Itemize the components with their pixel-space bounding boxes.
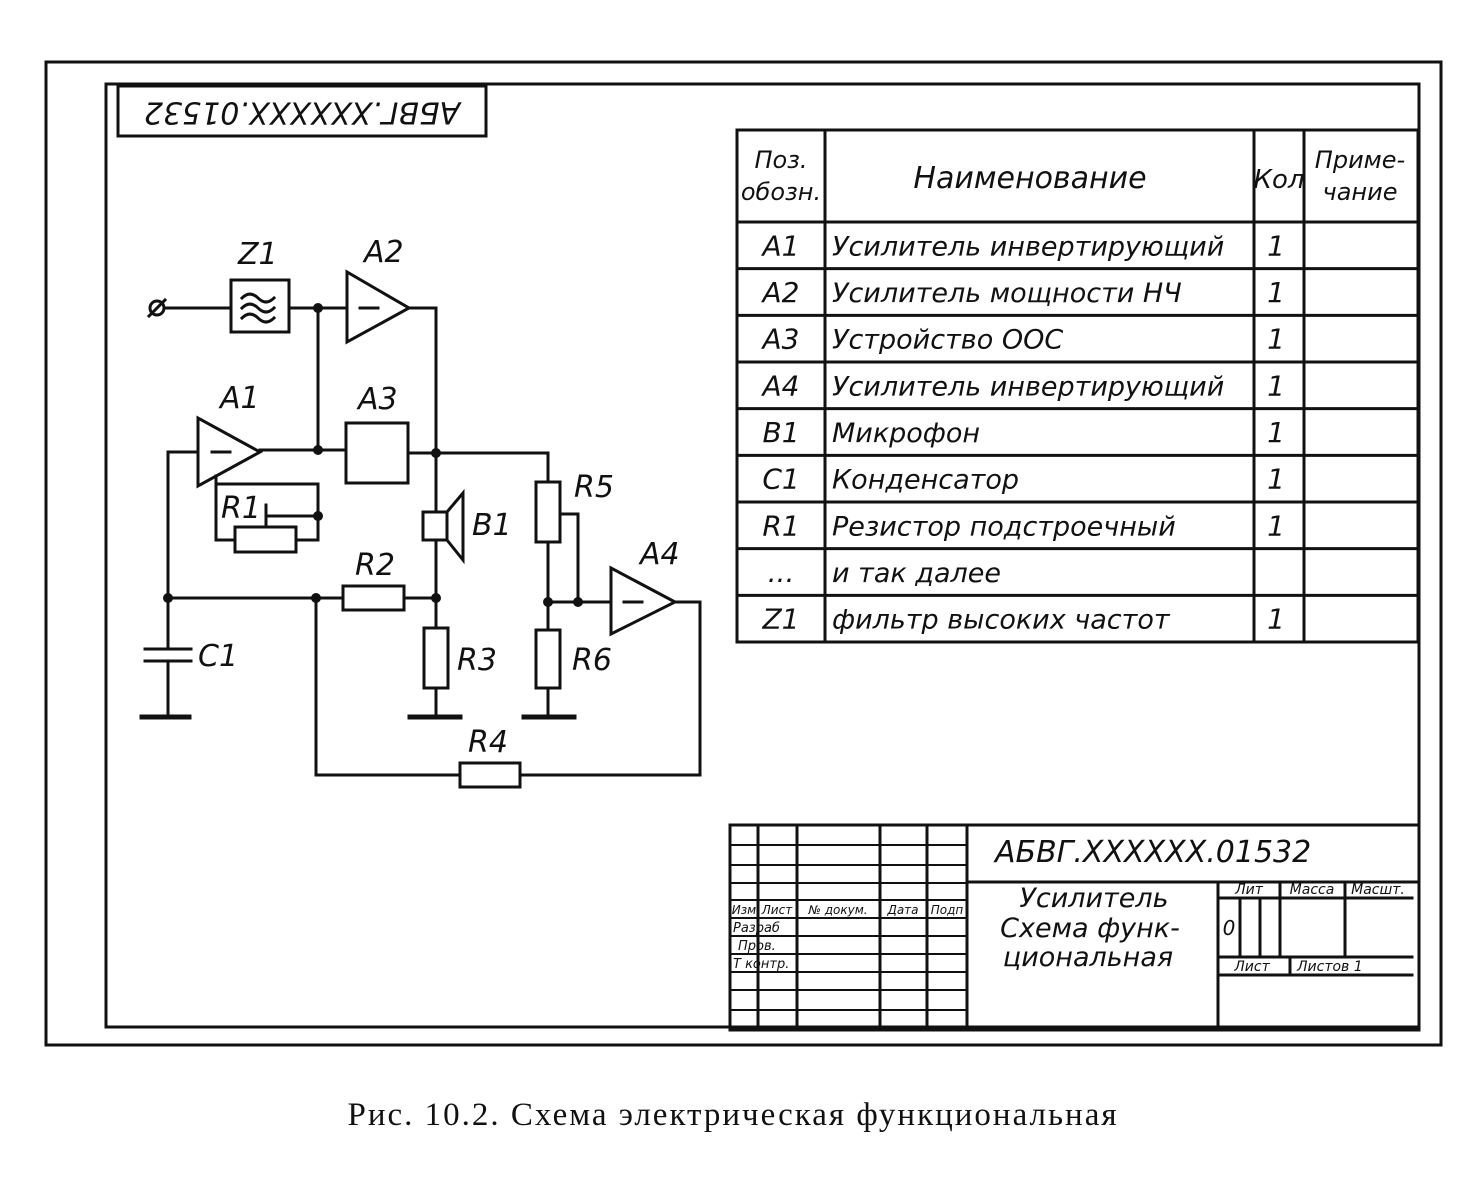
table-cell-qty: 1	[1267, 509, 1285, 542]
table-cell-name: Усилитель инвертирующий	[832, 371, 1224, 402]
col-podp: Подп	[931, 903, 964, 917]
header-note-line2: чание	[1323, 178, 1398, 206]
title-line3: циональная	[1003, 942, 1173, 973]
r3-resistor	[422, 626, 450, 690]
table-cell-qty: 1	[1267, 229, 1285, 262]
label-z1: Z1	[237, 237, 278, 272]
label-a2: A2	[362, 235, 404, 270]
label-a1: A1	[218, 381, 260, 416]
label-b1: B1	[472, 508, 512, 543]
col-izm: Изм	[732, 903, 756, 917]
label-r4: R4	[468, 725, 508, 760]
parts-table: Поз. обозн. Наименование Кол Приме- чани…	[735, 128, 1420, 644]
label-r2: R2	[355, 548, 395, 583]
a4-amplifier	[609, 565, 679, 637]
table-cell-pos: ...	[768, 556, 795, 589]
table-cell-name: Конденсатор	[832, 465, 1019, 496]
table-cell-pos: R1	[762, 509, 799, 542]
row-prov: Пров.	[738, 939, 776, 954]
a2-amplifier	[345, 269, 413, 345]
row-tkontr: Т контр.	[733, 957, 789, 972]
table-cell-pos: C1	[762, 463, 799, 496]
label-r6: R6	[572, 643, 612, 678]
label-a4: A4	[638, 537, 680, 572]
r4-resistor	[458, 761, 522, 789]
table-cell-pos: A2	[761, 276, 800, 309]
label-c1: C1	[198, 639, 238, 674]
r2-resistor	[341, 584, 406, 612]
junctions	[163, 303, 583, 607]
header-qty: Кол	[1254, 165, 1305, 195]
col-docnum: № докум.	[807, 903, 867, 917]
top-stamp-text: АБВГ.XXXXXX.01532	[144, 95, 462, 130]
table-cell-qty: 1	[1267, 323, 1285, 356]
r5-resistor	[534, 480, 562, 544]
table-cell-name: Микрофон	[832, 418, 980, 449]
label-r3: R3	[457, 643, 497, 678]
list-label: Лист	[1233, 959, 1270, 975]
massa-label: Масса	[1290, 882, 1335, 898]
table-cell-name: Резистор подстроечный	[832, 511, 1176, 542]
table-cell-pos: Z1	[762, 603, 800, 636]
table-cell-name: Устройство ООС	[832, 325, 1063, 356]
lit-label: Лит	[1234, 882, 1264, 898]
doc-number: АБВГ.XXXXXX.01532	[993, 835, 1311, 870]
title-block: Изм Лист № докум. Дата Подп Разраб Пров.…	[728, 823, 1421, 1032]
r6-resistor	[534, 628, 562, 690]
z1-filter-block	[229, 278, 291, 334]
r1-resistor	[233, 525, 298, 554]
col-list: Лист	[761, 903, 793, 917]
table-cell-pos: A3	[761, 323, 800, 356]
table-cell-qty: 1	[1267, 603, 1285, 636]
label-a3: A3	[356, 382, 398, 417]
table-cell-name: и так далее	[832, 558, 1001, 589]
lit-value: 0	[1223, 916, 1236, 940]
listov-label: Листов 1	[1296, 959, 1363, 975]
header-pos-line1: Поз.	[754, 146, 807, 174]
col-data: Дата	[886, 903, 918, 917]
a3-block	[344, 421, 410, 485]
header-pos-line2: обозн.	[741, 178, 821, 206]
header-name: Наименование	[913, 161, 1146, 196]
table-cell-name: Усилитель инвертирующий	[832, 231, 1224, 262]
table-cell-name: Усилитель мощности НЧ	[832, 278, 1182, 309]
table-cell-qty: 1	[1267, 463, 1285, 496]
figure-caption: Рис. 10.2. Схема электрическая функциона…	[347, 1097, 1118, 1133]
table-cell-qty: 1	[1267, 369, 1285, 402]
label-r5: R5	[574, 470, 614, 505]
top-stamp: АБВГ.XXXXXX.01532	[116, 84, 488, 138]
table-cell-pos: A1	[761, 229, 800, 262]
b1-microphone	[421, 510, 449, 542]
table-cell-qty: 1	[1267, 276, 1285, 309]
table-cell-pos: B1	[762, 416, 799, 449]
title-line1: Усилитель	[1019, 883, 1168, 914]
masshtab-label: Масшт.	[1351, 882, 1405, 898]
header-note-line1: Приме-	[1315, 146, 1405, 174]
table-cell-pos: A4	[761, 369, 800, 402]
table-cell-qty: 1	[1267, 416, 1285, 449]
component-labels: Z1 A2 A1 A3 R1 B1 R5 A4 R2 C1 R3 R6 R4	[198, 235, 680, 760]
table-cell-name: фильтр высоких частот	[832, 605, 1171, 636]
row-razrab: Разраб	[733, 921, 780, 936]
schematic	[139, 269, 702, 789]
title-line2: Схема функ-	[1000, 913, 1180, 944]
label-r1: R1	[221, 491, 261, 526]
